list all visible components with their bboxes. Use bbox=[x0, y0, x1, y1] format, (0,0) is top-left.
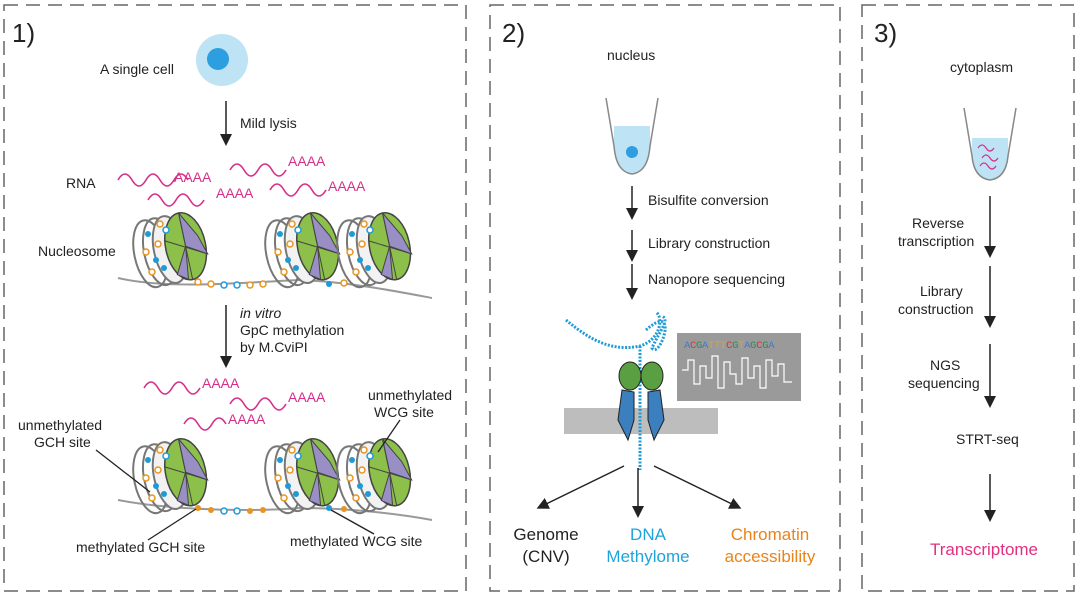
pointer-methylated-wcg bbox=[330, 509, 375, 535]
nucleotide: A bbox=[768, 340, 775, 352]
nucleotide: T bbox=[714, 340, 720, 352]
unmethylated-wcg-label-line2: WCG site bbox=[374, 404, 434, 420]
pointer-methylated-gch bbox=[147, 508, 197, 541]
tube-nucleus-icon bbox=[605, 97, 659, 175]
nucleotide: T bbox=[738, 340, 744, 352]
single-cell-label: A single cell bbox=[100, 61, 174, 77]
gpc-methylation-label: GpC methylation bbox=[240, 322, 344, 338]
mild-lysis-label: Mild lysis bbox=[240, 115, 297, 131]
nucleotide: C bbox=[690, 340, 696, 352]
panel-2-frame bbox=[489, 4, 841, 592]
output-dna-methylome-line2: Methylome bbox=[606, 547, 689, 566]
signal-trace-box bbox=[677, 333, 801, 401]
nanopore-sequence: ACGATTTCGTAGCGA bbox=[684, 340, 775, 352]
output-chromatin: Chromatin bbox=[731, 525, 809, 544]
methylated-gch-label: methylated GCH site bbox=[76, 539, 205, 555]
linker-sites-bottom bbox=[195, 505, 347, 515]
polya-tail: AAAA bbox=[216, 185, 254, 201]
output-genome-line2: (CNV) bbox=[522, 547, 569, 566]
output-transcriptome: Transcriptome bbox=[930, 540, 1038, 559]
panel-1-number: 1) bbox=[12, 18, 35, 48]
panel-2-number: 2) bbox=[502, 18, 525, 48]
nucleotide: T bbox=[720, 340, 726, 352]
ngs-label: NGS bbox=[930, 357, 960, 373]
in-vitro-label: in vitro bbox=[240, 305, 281, 321]
ngs-label-line2: sequencing bbox=[908, 375, 980, 391]
signal-trace bbox=[682, 355, 792, 389]
polya-tail: AAAA bbox=[174, 169, 212, 185]
rna-molecules-bottom bbox=[143, 381, 287, 431]
library-label-line2: construction bbox=[898, 301, 973, 317]
nucleotide: G bbox=[696, 340, 702, 352]
methylated-wcg-label: methylated WCG site bbox=[290, 533, 422, 549]
nucleosome-label: Nucleosome bbox=[38, 243, 116, 259]
strt-seq-label: STRT-seq bbox=[956, 431, 1019, 447]
step-nanopore: Nanopore sequencing bbox=[648, 271, 785, 287]
mcvipi-label: by M.CviPI bbox=[240, 339, 308, 355]
cytoplasm-label: cytoplasm bbox=[950, 59, 1013, 75]
polya-tail: AAAA bbox=[202, 375, 240, 391]
nucleotide: G bbox=[732, 340, 738, 352]
output-chromatin-line2: accessibility bbox=[725, 547, 816, 566]
step-library: Library construction bbox=[648, 235, 770, 251]
pointer-unmethylated-wcg bbox=[377, 419, 401, 453]
polya-tail: AAAA bbox=[228, 411, 266, 427]
rna-label: RNA bbox=[66, 175, 96, 191]
nucleotide: G bbox=[762, 340, 768, 352]
nucleosome-icon bbox=[330, 207, 418, 292]
arrow-chromatin bbox=[653, 465, 742, 509]
unmethylated-gch-label-line2: GCH site bbox=[34, 434, 91, 450]
tube-cytoplasm-icon bbox=[963, 107, 1017, 181]
nucleotide: T bbox=[708, 340, 714, 352]
pointer-unmethylated-gch bbox=[95, 449, 151, 493]
nanopore-icon bbox=[617, 361, 665, 442]
step-bisulfite: Bisulfite conversion bbox=[648, 192, 769, 208]
panel-3-frame bbox=[861, 4, 1075, 592]
reverse-transcription-label: Reverse bbox=[912, 215, 964, 231]
nucleotide: G bbox=[750, 340, 756, 352]
panel-1-frame bbox=[3, 4, 467, 592]
polya-tail: AAAA bbox=[288, 389, 326, 405]
output-dna-methylome: DNA bbox=[630, 525, 667, 544]
nucleotide: A bbox=[702, 340, 709, 352]
nucleosome-icon bbox=[126, 207, 214, 292]
cell-nucleus-icon bbox=[207, 48, 229, 70]
nucleus-label: nucleus bbox=[607, 47, 655, 63]
nucleosome-icon bbox=[258, 207, 346, 292]
nucleosome-icon bbox=[330, 433, 418, 518]
arrow-genome bbox=[536, 465, 625, 509]
output-genome: Genome bbox=[513, 525, 578, 544]
nucleosome-icon bbox=[258, 433, 346, 518]
nucleotide: C bbox=[726, 340, 732, 352]
nucleotide: A bbox=[744, 340, 751, 352]
library-label: Library bbox=[920, 283, 963, 299]
unmethylated-gch-label: unmethylated bbox=[18, 417, 102, 433]
nucleotide: A bbox=[684, 340, 691, 352]
reverse-transcription-label-line2: transcription bbox=[898, 233, 974, 249]
panel-3-number: 3) bbox=[874, 18, 897, 48]
dna-strand-icon bbox=[565, 310, 667, 470]
nucleotide: C bbox=[756, 340, 762, 352]
polya-tail: AAAA bbox=[328, 178, 366, 194]
unmethylated-wcg-label: unmethylated bbox=[368, 387, 452, 403]
rna-molecules-top bbox=[117, 163, 327, 207]
linker-sites-top bbox=[194, 278, 348, 289]
polya-tail: AAAA bbox=[288, 153, 326, 169]
